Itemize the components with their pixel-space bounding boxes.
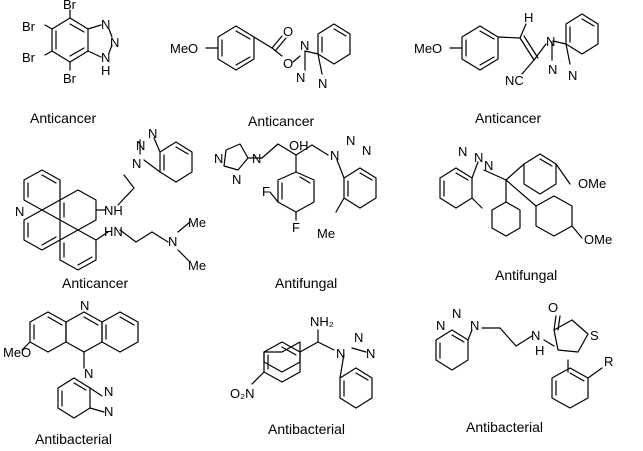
- caption-1: Anticancer: [30, 110, 96, 126]
- c7-n-acridine: N: [80, 298, 89, 313]
- c9-o: O: [548, 300, 558, 315]
- c9-n3: N: [470, 318, 479, 333]
- caption-5: Antifungal: [275, 275, 337, 291]
- c7-n1: N: [84, 366, 93, 381]
- c3-nc: NC: [505, 73, 524, 88]
- c9-n2: N: [452, 306, 461, 321]
- compound-4: N N N N NH HN N Me Me Anticancer: [15, 126, 206, 291]
- c2-n3: N: [318, 76, 327, 91]
- c9-nh: N: [531, 328, 540, 343]
- c2-meo: MeO: [170, 41, 198, 56]
- c6-n2: N: [458, 144, 467, 159]
- c5-bt-n2: N: [346, 133, 355, 148]
- c8-o2n: O₂N: [230, 386, 255, 401]
- c3-n2: N: [548, 62, 557, 77]
- c7-n3: N: [104, 404, 113, 419]
- c4-me1: Me: [188, 215, 206, 230]
- c8-n3: N: [366, 346, 375, 361]
- compound-6: N N N OMe OMe Antifungal: [439, 144, 612, 283]
- c1-n1: N: [101, 17, 110, 32]
- c6-ome1: OMe: [578, 176, 606, 191]
- c5-n2: N: [214, 151, 223, 166]
- c1-h: H: [101, 63, 110, 78]
- c1-br-bottom: Br: [63, 71, 77, 86]
- c3-n1: N: [546, 34, 555, 49]
- caption-6: Antifungal: [495, 267, 557, 283]
- caption-2: Anticancer: [248, 113, 314, 129]
- c3-meo: MeO: [414, 41, 442, 56]
- c4-n3: N: [132, 156, 141, 171]
- c8-n2: N: [354, 330, 363, 345]
- c4-hn: HN: [104, 224, 123, 239]
- c1-n3: N: [101, 50, 110, 65]
- c5-oh: OH: [289, 138, 309, 153]
- caption-3: Anticancer: [475, 110, 541, 126]
- c5-n3: N: [232, 172, 241, 187]
- c2-carbonyl-o: O: [283, 24, 293, 39]
- c5-n1: N: [252, 151, 261, 166]
- c6-n3: N: [484, 158, 493, 173]
- c5-bt-n3: N: [362, 143, 371, 158]
- c2-n1: N: [300, 38, 309, 53]
- c1-br-left-bottom: Br: [22, 50, 36, 65]
- c9-r: R: [604, 354, 613, 369]
- c4-n1: N: [136, 138, 145, 153]
- compound-9: N N N N H O S R Antibacterial: [435, 300, 613, 435]
- c4-n-acridine: N: [15, 204, 24, 219]
- c9-s: S: [590, 328, 599, 343]
- compound-3: MeO H NC N N N Anticancer: [414, 10, 599, 126]
- c4-me2: Me: [188, 258, 206, 273]
- caption-9: Antibacterial: [466, 419, 543, 435]
- caption-4: Anticancer: [62, 275, 128, 291]
- compound-1: Br Br Br Br N N N H Anticancer: [22, 0, 119, 126]
- c1-br-top: Br: [63, 0, 77, 12]
- caption-7: Antibacterial: [35, 431, 112, 447]
- c4-nme2: N: [168, 234, 177, 249]
- c4-nh: NH: [104, 203, 123, 218]
- compound-7: N MeO N N N Antibacterial: [3, 298, 139, 447]
- compound-8: NH₂ N N N O₂N Antibacterial: [230, 314, 375, 437]
- c8-nh2: NH₂: [310, 314, 334, 329]
- c6-ome2: OMe: [584, 232, 612, 247]
- c9-n1: N: [436, 318, 445, 333]
- c9-h: H: [535, 343, 544, 358]
- c5-me: Me: [317, 226, 335, 241]
- c8-n1: N: [336, 346, 345, 361]
- c5-f1: F: [262, 184, 270, 199]
- compound-2: MeO O O N N N Anticancer: [170, 23, 351, 129]
- c1-n2: N: [110, 35, 119, 50]
- c6-n1: N: [474, 150, 483, 165]
- c5-bt-n1: N: [330, 148, 339, 163]
- c4-n2: N: [148, 126, 157, 141]
- c5-f2: F: [292, 220, 300, 235]
- compound-5: OH N N N F F N N N Me Antifungal: [214, 133, 377, 291]
- c2-ester-o: O: [283, 56, 293, 71]
- c7-n2: N: [104, 384, 113, 399]
- c7-meo: MeO: [3, 345, 31, 360]
- caption-8: Antibacterial: [268, 421, 345, 437]
- c2-n2: N: [296, 70, 305, 85]
- c3-n3: N: [568, 68, 577, 83]
- c3-h: H: [524, 10, 533, 25]
- c1-br-left-top: Br: [22, 19, 36, 34]
